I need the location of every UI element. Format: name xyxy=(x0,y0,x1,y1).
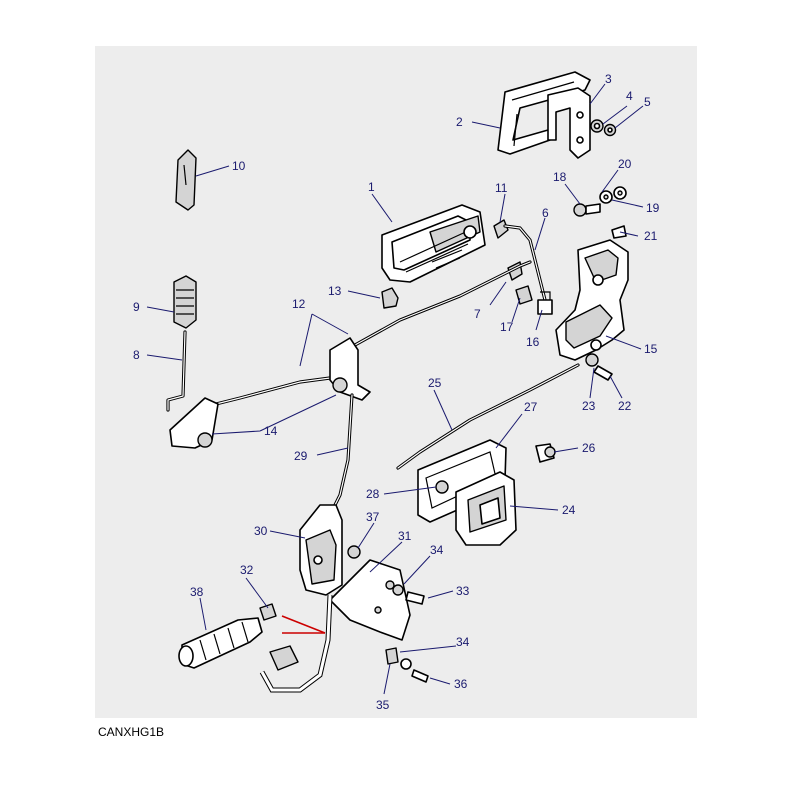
part-13-block xyxy=(381,287,399,309)
callout-8: 8 xyxy=(133,348,140,362)
callout-32: 32 xyxy=(240,563,254,577)
part-26-screw xyxy=(535,443,556,463)
callout-28: 28 xyxy=(366,487,380,501)
callout-38: 38 xyxy=(190,585,204,599)
callout-9: 9 xyxy=(133,300,140,314)
part-fasteners-18-20 xyxy=(573,186,627,217)
callout-15: 15 xyxy=(644,342,658,356)
callout-36: 36 xyxy=(454,677,468,691)
part-bracket xyxy=(547,87,591,159)
leader-lines xyxy=(146,83,644,695)
callout-13: 13 xyxy=(328,284,342,298)
part-nuts-4-5 xyxy=(590,119,617,137)
part-25-rod xyxy=(396,363,580,470)
callout-23: 23 xyxy=(582,399,596,413)
callout-11: 11 xyxy=(495,181,508,195)
wire-harness xyxy=(259,594,333,693)
part-11-clip xyxy=(493,219,509,239)
callout-37: 37 xyxy=(366,510,380,524)
part-interior-handle xyxy=(381,204,486,283)
callout-34b: 34 xyxy=(456,635,470,649)
part-30-actuator xyxy=(299,504,343,596)
part-12-rods xyxy=(198,260,532,410)
part-14-bracket xyxy=(169,337,371,449)
callout-2: 2 xyxy=(456,115,463,129)
part-38-harness-boot xyxy=(178,617,263,669)
callout-24: 24 xyxy=(562,503,576,517)
callout-34: 34 xyxy=(430,543,444,557)
callout-labels: 1 2 3 4 5 6 7 8 9 10 11 12 13 14 15 16 1… xyxy=(133,72,660,712)
callout-18: 18 xyxy=(553,170,567,184)
part-29-rod xyxy=(333,393,354,507)
part-small-clips xyxy=(507,261,553,315)
callout-14: 14 xyxy=(264,424,278,438)
callout-29: 29 xyxy=(294,449,308,463)
callout-7: 7 xyxy=(474,307,481,321)
diagram-code: CANXHG1B xyxy=(98,725,165,739)
callout-5: 5 xyxy=(644,95,651,109)
part-exterior-handle xyxy=(417,439,517,546)
callout-35: 35 xyxy=(376,698,390,712)
callout-20: 20 xyxy=(618,157,632,171)
part-31-bracket xyxy=(329,559,411,641)
highlight-arrow xyxy=(281,615,326,634)
callout-17: 17 xyxy=(500,320,514,334)
callout-4: 4 xyxy=(626,89,633,103)
part-37-grommet xyxy=(347,545,361,559)
callout-22: 22 xyxy=(618,399,632,413)
callout-30: 30 xyxy=(254,524,268,538)
callout-21: 21 xyxy=(644,229,658,243)
callout-16: 16 xyxy=(526,335,540,349)
callout-10: 10 xyxy=(232,159,246,173)
part-button-and-rod xyxy=(166,275,197,412)
callout-25: 25 xyxy=(428,376,442,390)
callout-33: 33 xyxy=(456,584,470,598)
part-32-connector xyxy=(259,603,277,621)
part-clip xyxy=(175,149,197,211)
callout-27: 27 xyxy=(524,400,538,414)
callout-3: 3 xyxy=(605,72,612,86)
callout-26: 26 xyxy=(582,441,596,455)
callout-12: 12 xyxy=(292,297,306,311)
callout-6: 6 xyxy=(542,206,549,220)
part-screws-22-23 xyxy=(585,353,613,381)
callout-1: 1 xyxy=(368,180,375,194)
part-15-latch xyxy=(555,225,629,361)
part-fasteners-33-36 xyxy=(385,584,429,683)
callout-19: 19 xyxy=(646,201,660,215)
callout-31: 31 xyxy=(398,529,412,543)
